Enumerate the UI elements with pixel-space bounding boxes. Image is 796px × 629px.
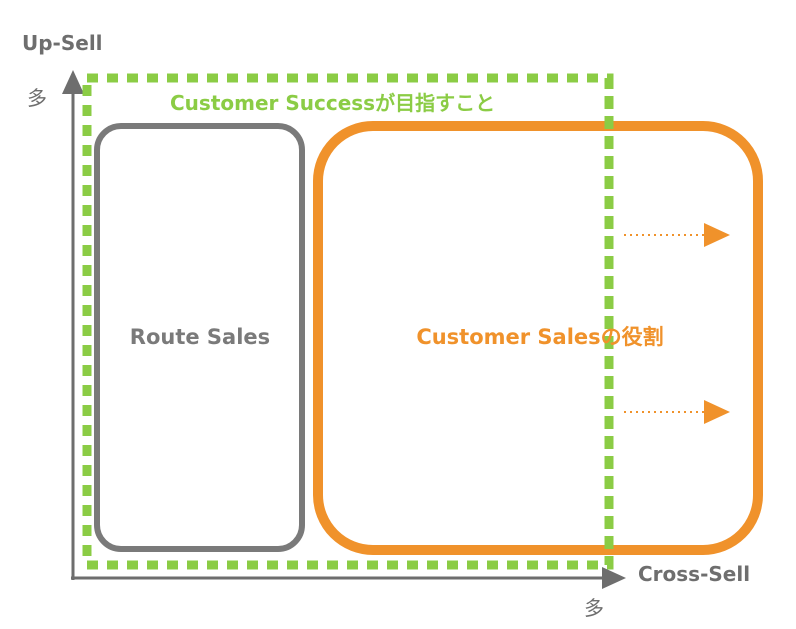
customer-sales-label: Customer Salesの役割 <box>416 325 664 349</box>
route-sales-box <box>94 123 305 552</box>
customer-success-region <box>82 73 614 570</box>
x-axis-label: Cross-Sell <box>638 562 751 586</box>
y-axis-label: Up-Sell <box>22 31 103 55</box>
customer-success-label: Customer Successが目指すこと <box>170 91 496 115</box>
route-sales-label: Route Sales <box>129 325 271 349</box>
expansion-arrow-lower-head <box>704 400 730 424</box>
x-axis-arrowhead <box>602 567 626 589</box>
expansion-arrow-upper-head <box>704 223 730 247</box>
x-axis-marker: 多 <box>584 596 604 620</box>
y-axis-arrowhead <box>62 70 84 94</box>
y-axis-marker: 多 <box>27 86 47 110</box>
customer-sales-box <box>313 121 763 555</box>
